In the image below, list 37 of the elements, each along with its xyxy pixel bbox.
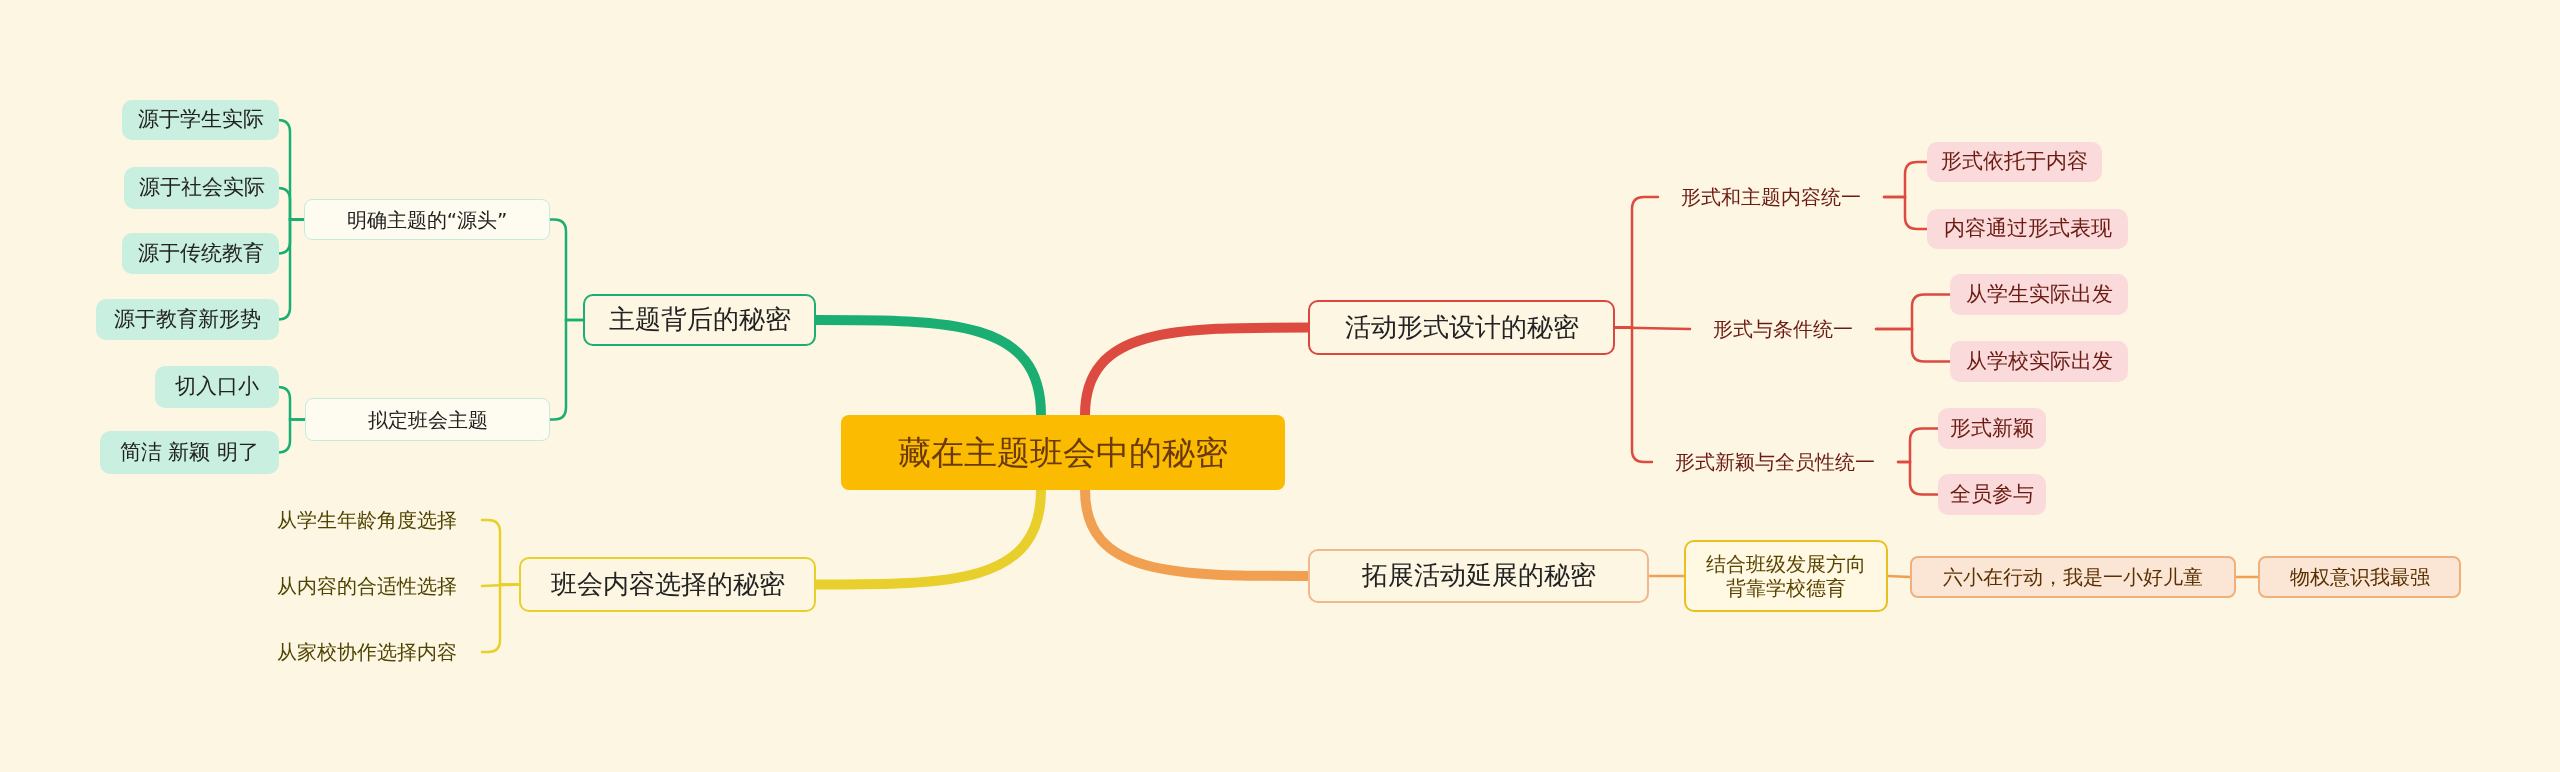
branch-connector <box>1882 195 1929 231</box>
leaf-topic-box: 从学生实际出发 <box>1950 274 2128 315</box>
branch-topic-box: 活动形式设计的秘密 <box>1308 300 1615 355</box>
subtopic-box: 明确主题的“源头” <box>304 199 550 240</box>
branch-connector <box>2234 575 2260 579</box>
branch-connector <box>548 318 585 421</box>
leaf-topic-box: 形式依托于内容 <box>1927 142 2102 182</box>
subtopic-box: 拟定班会主题 <box>305 398 550 441</box>
subtopic-box: 六小在行动，我是一小好儿童 <box>1910 556 2236 598</box>
subtopic-box: 结合班级发展方向背靠学校德育 <box>1684 540 1888 612</box>
leaf-topic-box: 全员参与 <box>1938 474 2046 515</box>
branch-connector <box>1874 327 1952 363</box>
branch-topic-box: 主题背后的秘密 <box>583 294 816 346</box>
leaf-topic-box: 源于传统教育 <box>122 233 279 274</box>
leaf-topic-box: 源于学生实际 <box>122 100 279 140</box>
leaf-topic-box: 简洁 新颖 明了 <box>100 431 279 474</box>
subtopic-text: 从内容的合适性选择 <box>252 570 482 602</box>
branch-connector <box>1613 326 1654 464</box>
branch-connector <box>1647 574 1686 578</box>
central-topic-box: 藏在主题班会中的秘密 <box>841 415 1285 490</box>
leaf-topic-box: 内容通过形式表现 <box>1927 209 2128 249</box>
leaf-topic-box: 形式新颖 <box>1938 408 2046 449</box>
subtopic-text: 从家校协作选择内容 <box>252 636 482 668</box>
branch-topic-box: 班会内容选择的秘密 <box>519 557 816 612</box>
branch-connector <box>1886 574 1912 579</box>
subtopic-text: 形式新颖与全员性统一 <box>1652 446 1898 478</box>
branch-connector <box>480 583 521 654</box>
leaf-topic-box: 从学校实际出发 <box>1950 341 2128 382</box>
subtopic-text: 形式和主题内容统一 <box>1658 181 1884 213</box>
leaf-topic-box: 切入口小 <box>155 366 279 408</box>
subtopic-text: 从学生年龄角度选择 <box>252 504 482 536</box>
branch-topic-box: 拓展活动延展的秘密 <box>1308 549 1649 603</box>
subtopic-text: 形式与条件统一 <box>1690 313 1876 345</box>
leaf-topic-box: 源于教育新形势 <box>96 299 279 340</box>
branch-connector <box>1896 460 1940 496</box>
subtopic-box: 物权意识我最强 <box>2258 556 2461 598</box>
leaf-topic-box: 源于社会实际 <box>124 167 279 209</box>
